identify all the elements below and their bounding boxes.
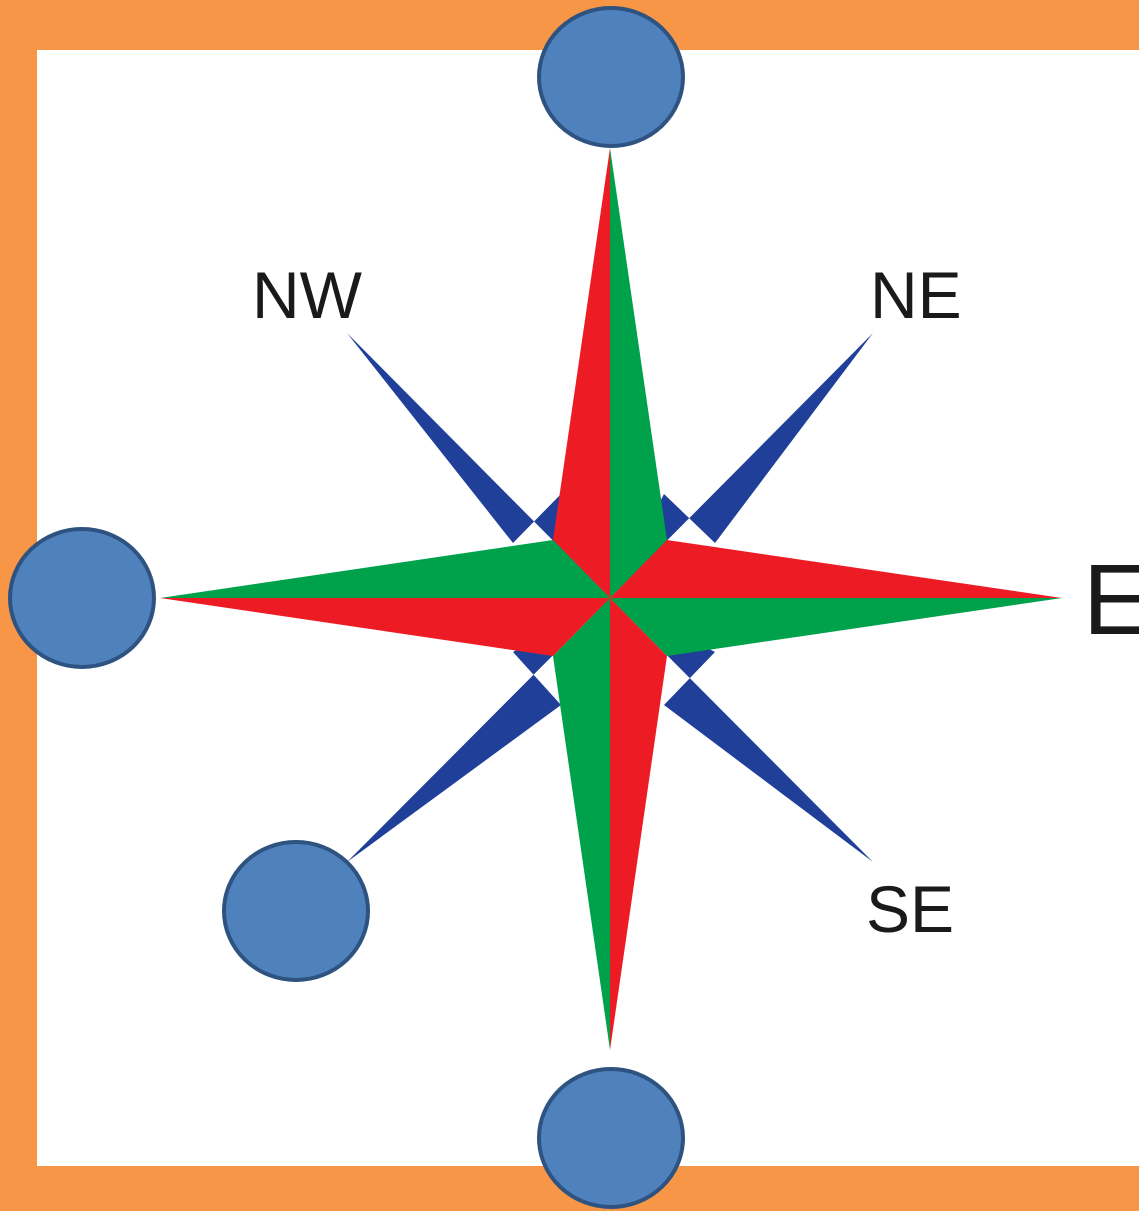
southwest-marker[interactable]	[222, 840, 370, 982]
point-ne	[610, 333, 873, 598]
north-marker[interactable]	[537, 6, 685, 148]
point-w-top	[160, 540, 610, 598]
point-w-bottom	[160, 598, 610, 656]
intercardinal-points	[347, 333, 873, 862]
point-s-left	[553, 598, 610, 1050]
point-e-bottom	[610, 598, 1062, 656]
point-n-right	[610, 148, 667, 598]
label-e: E	[1083, 544, 1139, 656]
compass-center	[607, 595, 613, 601]
point-s-right	[610, 598, 667, 1050]
point-sw	[347, 598, 610, 862]
west-marker[interactable]	[8, 527, 156, 669]
cardinal-points	[160, 148, 1062, 1050]
point-nw	[347, 333, 610, 598]
markers	[8, 6, 685, 1209]
point-n-left	[553, 148, 610, 598]
point-e-top	[610, 540, 1062, 598]
label-se: SE	[866, 872, 954, 946]
point-se	[610, 598, 873, 862]
label-ne: NE	[870, 258, 962, 332]
south-marker[interactable]	[537, 1067, 685, 1209]
label-nw: NW	[252, 258, 363, 332]
